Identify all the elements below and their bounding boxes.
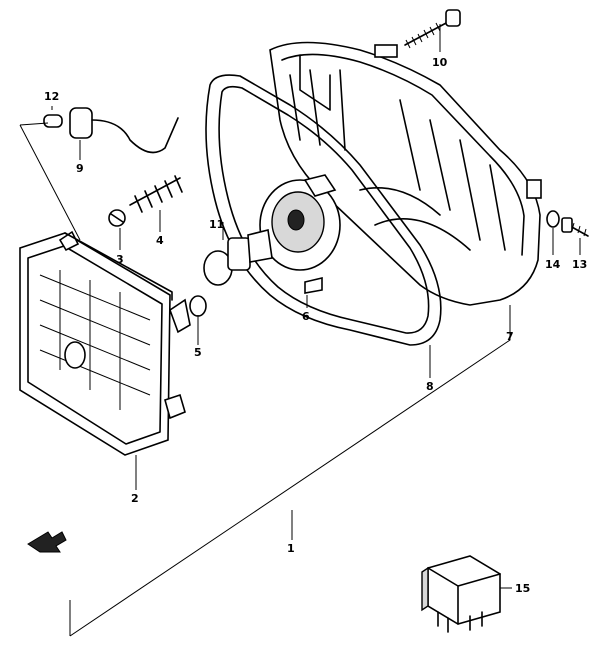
- callout-11: 11: [209, 218, 224, 231]
- callout-13: 13: [572, 258, 587, 271]
- callout-6: 6: [302, 310, 310, 323]
- headlight-housing: [269, 41, 542, 306]
- headlight-rim: [205, 74, 442, 346]
- headlight-bulb: [203, 229, 273, 286]
- callout-3: 3: [116, 253, 124, 266]
- callout-12: 12: [44, 90, 59, 103]
- leader-lines: [19, 24, 581, 637]
- screw-small: [108, 209, 126, 227]
- position-bulb: [189, 295, 207, 317]
- callout-5: 5: [194, 346, 202, 359]
- callout-4: 4: [156, 234, 164, 247]
- washer: [546, 210, 560, 228]
- screw-rear: [561, 217, 589, 237]
- callout-2: 2: [131, 492, 139, 505]
- callout-7: 7: [506, 330, 514, 343]
- callout-14: 14: [545, 258, 561, 271]
- part-callouts: 1 2 3 4 5 6 7 8 9 10 11 12 13 14 15: [44, 56, 587, 595]
- spring: [129, 175, 183, 213]
- arrow-icon: [27, 531, 67, 553]
- bulb-socket: [259, 174, 341, 271]
- callout-10: 10: [432, 56, 448, 69]
- callout-9: 9: [76, 162, 84, 175]
- callout-15: 15: [515, 582, 530, 595]
- headlight-unit: [19, 230, 191, 456]
- position-lamp: [43, 107, 179, 154]
- callout-8: 8: [426, 380, 434, 393]
- bolt-long: [404, 9, 461, 49]
- relay: [421, 555, 501, 633]
- callout-1: 1: [287, 542, 295, 555]
